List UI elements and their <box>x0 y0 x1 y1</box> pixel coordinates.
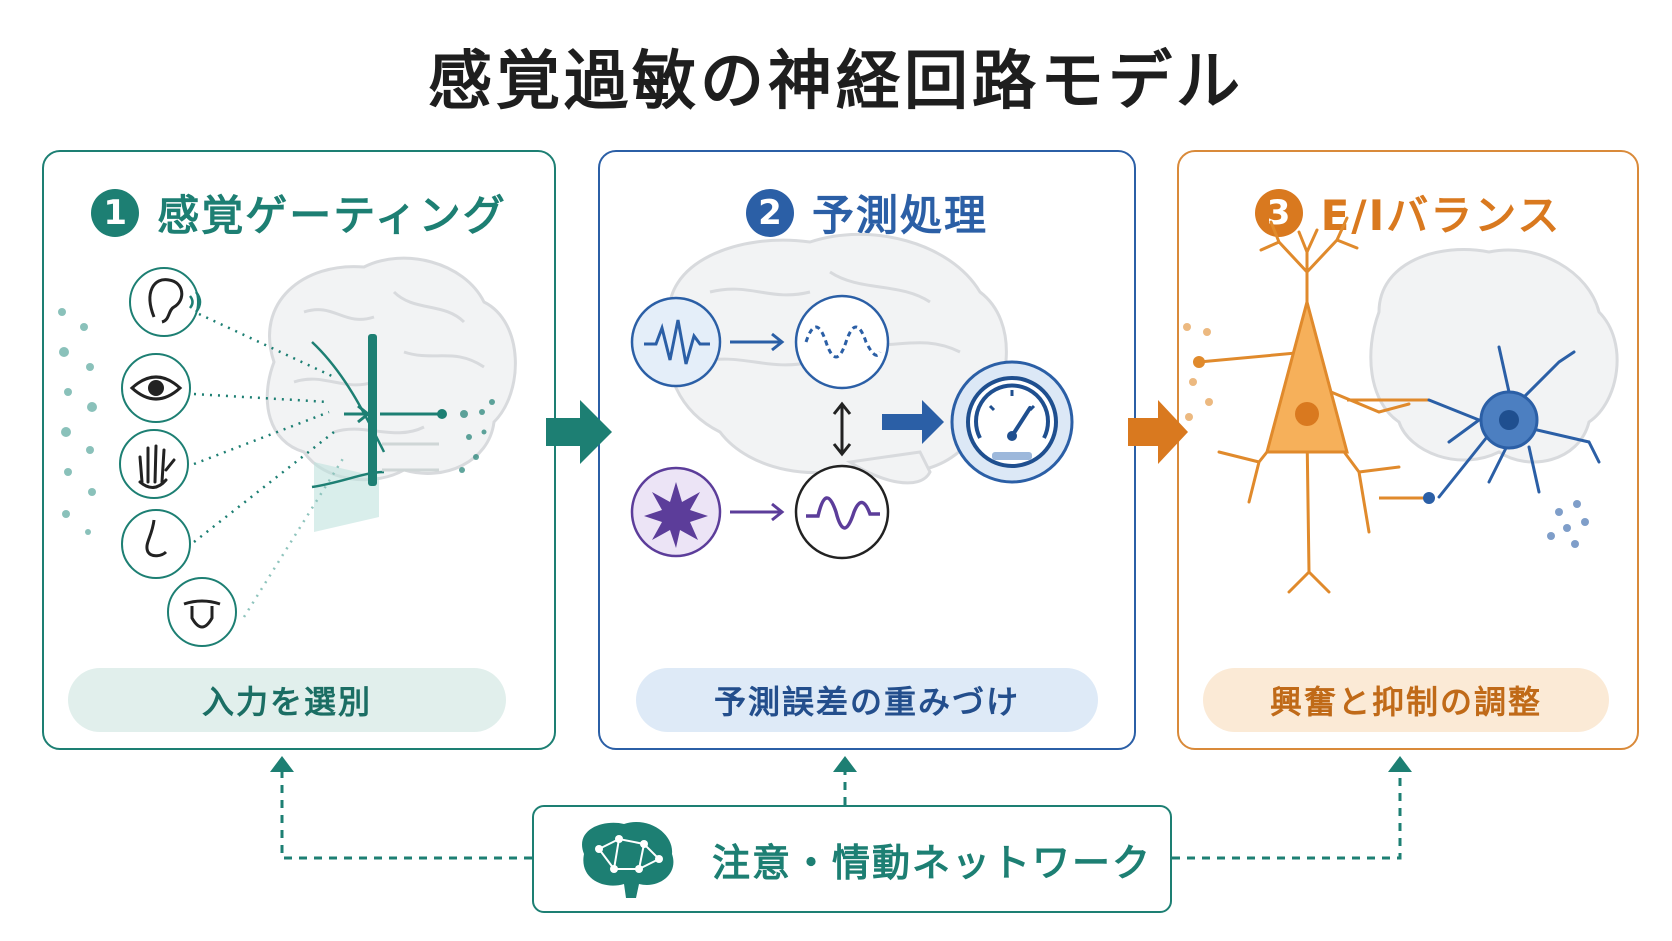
panel-sensory-gating: 1 感覚ゲーティング <box>42 150 556 750</box>
inhibitory-neuron-icon <box>1427 345 1601 499</box>
arrow-2-to-3 <box>1128 400 1188 464</box>
brain-network-icon <box>582 822 674 898</box>
input-dots <box>58 308 97 535</box>
panel-title: E/Iバランス <box>1320 191 1562 240</box>
panel-header: 3 E/Iバランス <box>1179 182 1637 243</box>
panel-caption: 入力を選別 <box>68 668 506 732</box>
panel-number: 2 <box>745 188 794 237</box>
panel-number: 1 <box>91 188 140 237</box>
compare-arrow <box>832 401 852 457</box>
hand-icon <box>119 429 189 499</box>
ear-icon <box>129 267 202 337</box>
to-gauge-arrow <box>882 400 944 444</box>
network-links <box>280 770 1402 860</box>
flow-arrow-top <box>730 332 785 352</box>
eye-icon <box>121 353 191 423</box>
input-lines <box>193 312 346 618</box>
panel-caption: 予測誤差の重みづけ <box>636 668 1098 732</box>
panel-header: 1 感覚ゲーティング <box>44 182 554 243</box>
arrow-1-to-2 <box>546 400 612 464</box>
predicted-wave-icon <box>794 294 890 390</box>
network-label: 注意・情動ネットワーク <box>712 840 1153 885</box>
gate-funnel <box>314 462 379 532</box>
flow-arrow-bottom <box>730 502 785 522</box>
excitatory-dots <box>1183 323 1213 421</box>
predictive-processing-illustration <box>630 232 1074 560</box>
gate-bar <box>368 334 377 486</box>
brain-outline-icon <box>1369 248 1619 464</box>
tongue-icon <box>167 577 237 647</box>
sensory-gating-illustration <box>58 256 517 647</box>
panel-header: 2 予測処理 <box>600 182 1134 243</box>
panel-ei-balance: 3 E/Iバランス 興奮と抑制の調整 <box>1177 150 1639 750</box>
network-arrowheads <box>270 756 1412 772</box>
error-wave-icon <box>794 464 890 560</box>
waveform-icon <box>630 296 722 388</box>
pyramidal-soma <box>1265 296 1349 454</box>
panel-number: 3 <box>1254 188 1303 237</box>
inhibitory-dots <box>1547 500 1589 548</box>
output-dots <box>459 399 495 473</box>
panel-predictive-processing: 2 予測処理 予測誤差の重みづけ <box>598 150 1136 750</box>
page-title: 感覚過敏の神経回路モデル <box>428 45 1244 119</box>
ei-balance-illustration <box>1183 216 1619 594</box>
panel-title: 予測処理 <box>811 191 988 240</box>
starburst-icon <box>630 466 722 558</box>
nose-icon <box>121 509 191 579</box>
attention-emotion-network-box: 注意・情動ネットワーク <box>532 805 1172 913</box>
gate-arrow <box>344 404 371 424</box>
brain-outline-icon <box>265 256 517 482</box>
gauge-icon <box>950 360 1074 484</box>
panel-title: 感覚ゲーティング <box>157 191 507 240</box>
panel-caption: 興奮と抑制の調整 <box>1203 668 1609 732</box>
